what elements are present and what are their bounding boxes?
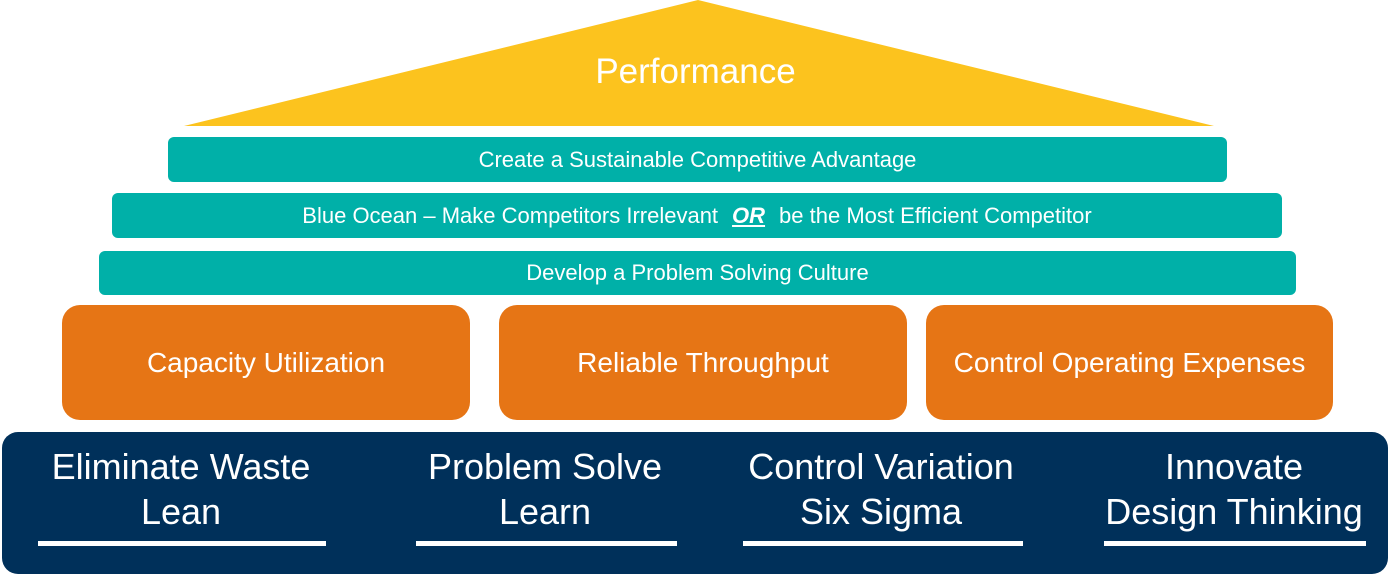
strategy-bar-blue-ocean: Blue Ocean – Make Competitors Irrelevant…	[112, 193, 1282, 238]
pillar-title: Problem Solve	[427, 446, 663, 487]
focus-box-reliable-throughput: Reliable Throughput	[499, 305, 907, 420]
strategy-bar-competitive-advantage: Create a Sustainable Competitive Advanta…	[168, 137, 1227, 182]
strategy-bar-text: Develop a Problem Solving Culture	[526, 260, 869, 285]
pillar-title: Eliminate Waste	[51, 446, 311, 487]
pillar-underline	[743, 541, 1023, 546]
or-emphasis: OR	[732, 202, 766, 228]
focus-box-control-operating-expenses: Control Operating Expenses	[926, 305, 1333, 420]
focus-box-label: Reliable Throughput	[577, 346, 829, 378]
pillar-subtitle: Learn	[498, 491, 592, 532]
roof-title: Performance	[595, 52, 796, 91]
pillar-subtitle: Design Thinking	[1105, 491, 1363, 532]
pillar-underline	[1104, 541, 1366, 546]
pillar-subtitle: Lean	[140, 491, 222, 532]
pillar-subtitle: Six Sigma	[799, 491, 963, 532]
foundation-block	[2, 432, 1388, 574]
pillar-title: Control Variation	[748, 446, 1014, 487]
pillar-problem-solve: Problem Solve Learn	[395, 444, 695, 534]
strategy-bar-text-before: Blue Ocean – Make Competitors Irrelevant	[302, 202, 719, 228]
focus-box-label: Control Operating Expenses	[953, 346, 1306, 378]
strategy-bar-text-after: be the Most Efficient Competitor	[779, 202, 1092, 228]
pillar-control-variation: Control Variation Six Sigma	[731, 444, 1031, 534]
pillar-title: Innovate	[1164, 446, 1304, 487]
pillar-eliminate-waste: Eliminate Waste Lean	[31, 444, 331, 534]
roof-triangle	[184, 0, 1214, 126]
strategy-bar-text: Create a Sustainable Competitive Advanta…	[478, 146, 917, 172]
pillar-underline	[416, 541, 677, 546]
focus-box-capacity-utilization: Capacity Utilization	[62, 305, 470, 420]
pillar-underline	[38, 541, 326, 546]
pillar-innovate: Innovate Design Thinking	[1084, 444, 1384, 534]
focus-box-label: Capacity Utilization	[146, 346, 386, 378]
strategy-bar-problem-solving-culture: Develop a Problem Solving Culture	[99, 251, 1296, 295]
